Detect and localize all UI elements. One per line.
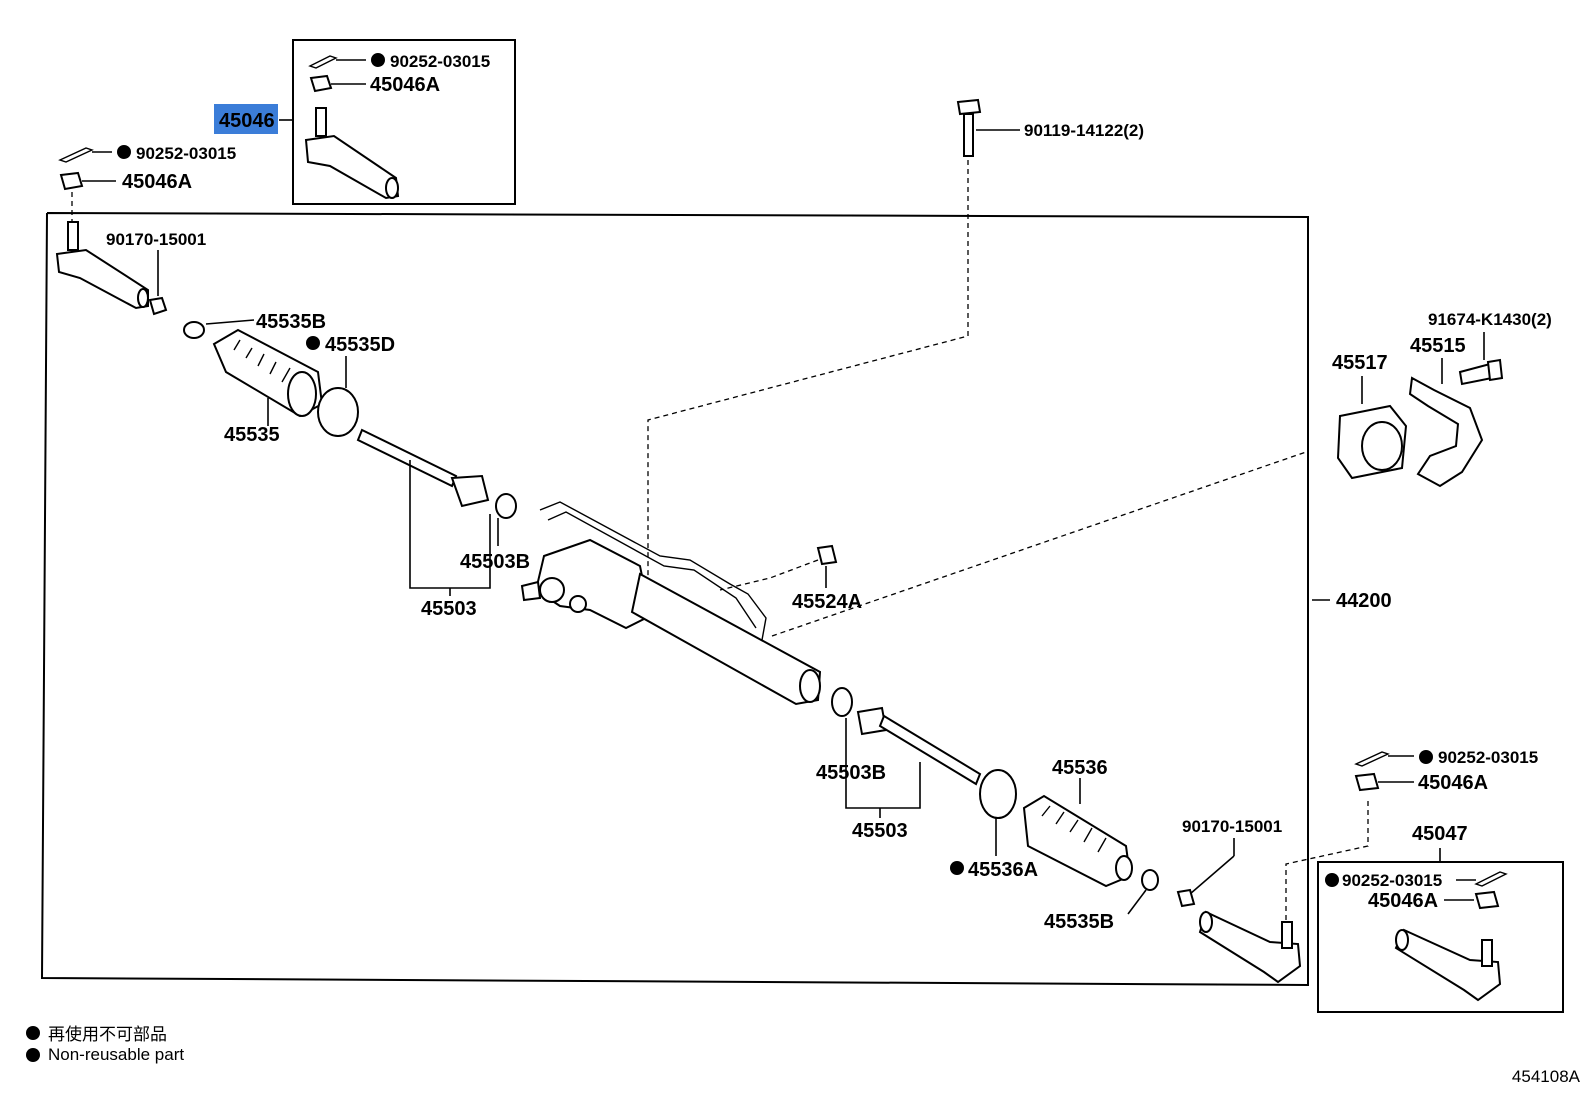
box-45046 [292, 39, 516, 205]
label-90252-d: 90252-03015 [1342, 871, 1442, 890]
non-reusable-dot [306, 336, 320, 350]
bolt-icon [956, 98, 982, 157]
label-45046a-b: 45046A [122, 171, 192, 193]
clamp-band-icon [317, 387, 359, 437]
tie-rod-end-icon [1394, 928, 1502, 1002]
label-90170-a: 90170-15001 [106, 230, 206, 249]
clamp-band-icon [979, 769, 1017, 819]
bushing-icon [1336, 404, 1408, 480]
non-reusable-dot [26, 1025, 40, 1040]
label-90252-b[interactable]: 90252-03015 [136, 144, 236, 163]
non-reusable-dot [26, 1048, 40, 1062]
cap-icon [816, 544, 838, 566]
lock-nut-icon [148, 296, 168, 316]
label-45047: 45047 [1412, 823, 1468, 845]
label-45503b-a: 45503B [460, 551, 530, 573]
assembly-frame [40, 212, 1309, 987]
tie-rod-icon [356, 428, 517, 519]
label-90252-a[interactable]: 90252-03015 [390, 52, 490, 71]
label-45503b-b: 45503B [816, 762, 886, 784]
legend-row-jp: 再使用不可部品 [26, 1020, 167, 1045]
cotter-pin-icon [58, 147, 112, 163]
label-44200: 44200 [1336, 590, 1392, 612]
label-45535d: 45535D [325, 334, 395, 356]
castle-nut-icon [1354, 772, 1414, 792]
label-45515: 45515 [1410, 335, 1466, 357]
lock-nut-icon [1176, 888, 1196, 908]
label-90252-c: 90252-03015 [1438, 748, 1538, 767]
clamp-icon [1141, 869, 1159, 891]
clamp-icon [183, 321, 205, 339]
non-reusable-dot [1325, 873, 1339, 887]
non-reusable-dot [117, 145, 131, 159]
non-reusable-dot [950, 861, 964, 875]
tie-rod-end-icon [304, 107, 400, 200]
label-45536: 45536 [1052, 757, 1108, 779]
non-reusable-dot [1419, 750, 1433, 764]
label-45536a: 45536A [968, 859, 1038, 881]
tie-rod-end-icon [55, 221, 149, 310]
label-91674: 91674-K1430(2) [1428, 310, 1552, 329]
label-90119: 90119-14122(2) [1024, 121, 1144, 140]
legend-text-en: Non-reusable part [48, 1045, 185, 1064]
label-45535b-b: 45535B [1044, 911, 1114, 933]
label-45046[interactable]: 45046 [219, 110, 275, 132]
label-90170-b: 90170-15001 [1182, 817, 1282, 836]
label-45524a: 45524A [792, 591, 862, 613]
label-45517: 45517 [1332, 352, 1388, 374]
label-45046a-d: 45046A [1368, 890, 1438, 912]
tie-rod-end-icon [1198, 910, 1302, 984]
castle-nut-icon [59, 171, 116, 191]
legend-row-en: Non-reusable part [26, 1045, 184, 1065]
castle-nut-icon [309, 74, 366, 93]
label-45046a-c: 45046A [1418, 772, 1488, 794]
cotter-pin-icon [1456, 871, 1508, 887]
cotter-pin-icon [1354, 751, 1414, 767]
bracket-icon [1408, 376, 1484, 488]
steering-gear-housing-icon [520, 501, 822, 706]
tie-rod-icon [856, 706, 982, 786]
non-reusable-dot [371, 53, 385, 67]
boot-icon [1022, 794, 1133, 888]
label-45535: 45535 [224, 424, 280, 446]
cotter-pin-icon [308, 55, 366, 69]
bolt-icon [1458, 358, 1504, 386]
boot-icon [212, 328, 324, 418]
reference-code: 454108A [1511, 1067, 1580, 1086]
label-45503-b: 45503 [852, 820, 908, 842]
label-45503-a: 45503 [421, 598, 477, 620]
castle-nut-icon [1444, 890, 1500, 910]
label-45046a-a[interactable]: 45046A [370, 74, 440, 96]
label-45535b-a: 45535B [256, 311, 326, 333]
highlight-45046 [214, 104, 278, 134]
washer-icon [831, 687, 853, 717]
legend-text-jp: 再使用不可部品 [48, 1025, 167, 1044]
